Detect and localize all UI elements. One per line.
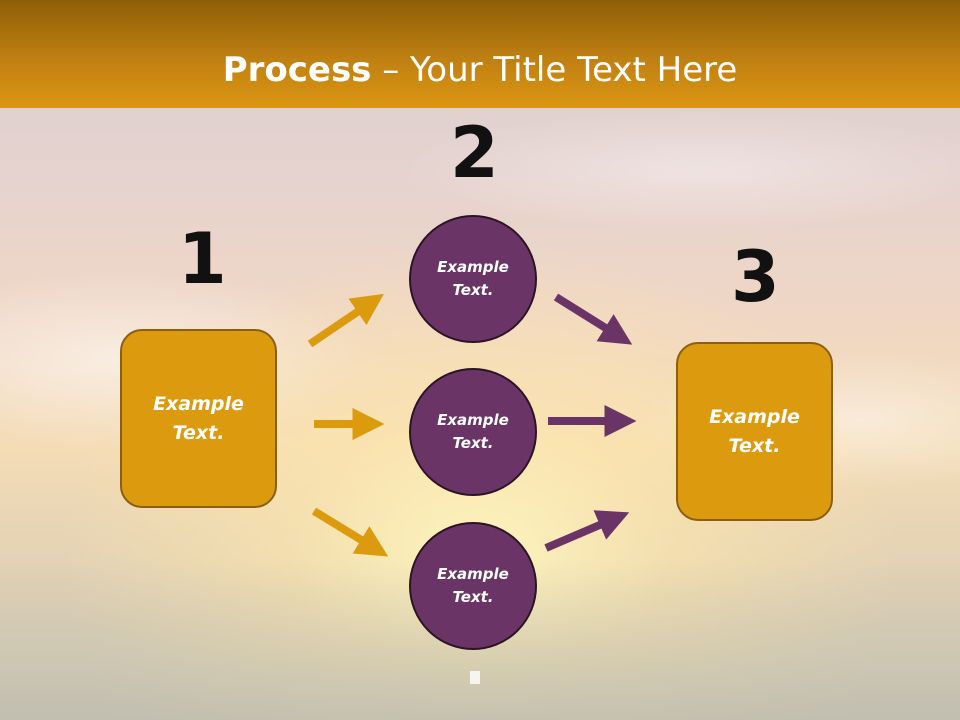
arrow-1-to-top xyxy=(307,293,384,348)
step-number-2: 2 xyxy=(450,112,499,194)
circle-middle-text-line1: Example xyxy=(437,411,509,429)
circle-top-text-line1: Example xyxy=(437,258,509,276)
small-white-marker xyxy=(470,671,480,684)
step-2-circle-middle[interactable]: Example Text. xyxy=(409,368,537,496)
step-1-text-line1: Example xyxy=(153,392,244,415)
title-bold: Process xyxy=(222,50,372,90)
step-2-circle-top[interactable]: Example Text. xyxy=(409,215,537,343)
step-number-1: 1 xyxy=(178,218,227,300)
circle-middle-text-line2: Text. xyxy=(452,434,494,452)
arrow-bottom-to-3 xyxy=(544,510,630,552)
circle-top-text-line2: Text. xyxy=(452,281,494,299)
slide-title: Process – Your Title Text Here xyxy=(0,50,960,90)
step-2-circle-bottom[interactable]: Example Text. xyxy=(409,522,537,650)
circle-bottom-text-line1: Example xyxy=(437,565,509,583)
title-bar xyxy=(0,0,960,108)
step-3-text-line1: Example xyxy=(709,405,800,428)
step-3-box[interactable]: Example Text. xyxy=(676,342,833,521)
title-rest: – Your Title Text Here xyxy=(371,50,738,90)
step-number-3: 3 xyxy=(731,236,780,318)
step-1-box[interactable]: Example Text. xyxy=(120,329,277,508)
arrow-1-to-bottom xyxy=(311,507,389,557)
circle-bottom-text-line2: Text. xyxy=(452,588,494,606)
step-1-text-line2: Text. xyxy=(172,421,225,444)
arrow-top-to-3 xyxy=(553,293,633,345)
step-3-text-line2: Text. xyxy=(728,434,781,457)
